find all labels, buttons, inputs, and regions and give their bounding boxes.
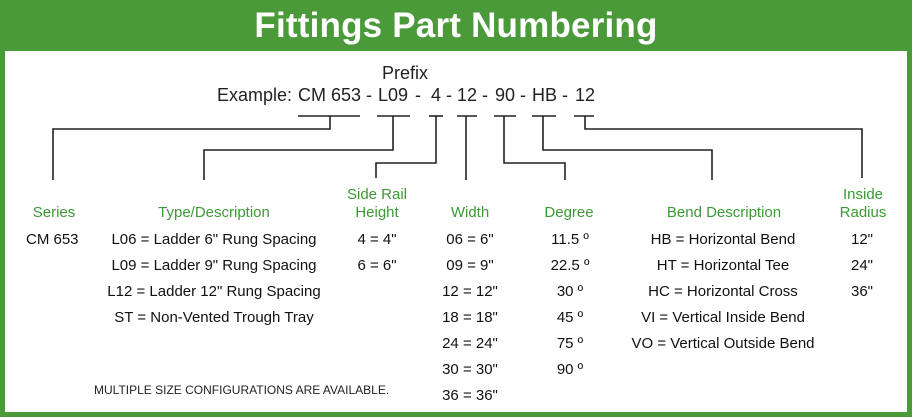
side-rail-value: 6 = 6" <box>357 257 397 274</box>
example-side-rail: 4 <box>431 85 442 105</box>
connector-degree <box>503 116 566 180</box>
degree-value: 90 º <box>556 361 584 378</box>
bend-value: VO = Vertical Outside Bend <box>631 335 815 352</box>
page-title: Fittings Part Numbering <box>254 6 658 45</box>
degree-value: 45 º <box>556 309 584 326</box>
diagram-panel <box>5 51 907 412</box>
example-sep-6: - <box>562 85 568 105</box>
connector-side-rail <box>375 116 437 178</box>
example-series: CM 653 <box>298 85 362 105</box>
bend-value: HB = Horizontal Bend <box>650 231 796 248</box>
width-value: 24 = 24" <box>442 335 498 352</box>
side-rail-value: 4 = 4" <box>357 231 397 248</box>
connector-bend <box>542 116 713 180</box>
width-value: 30 = 30" <box>442 361 498 378</box>
degree-value: 30 º <box>556 283 584 300</box>
example-radius: 12 <box>575 85 596 105</box>
radius-value: 12" <box>850 231 873 248</box>
type-value: L12 = Ladder 12" Rung Spacing <box>107 283 321 300</box>
connector-series <box>52 116 331 180</box>
header-degree: Degree <box>544 204 594 221</box>
prefix-label: Prefix <box>382 63 429 83</box>
connector-type <box>203 116 394 180</box>
width-value: 12 = 12" <box>442 283 498 300</box>
example-width: 12 <box>457 85 478 105</box>
example-degree: 90 <box>495 85 516 105</box>
type-value: ST = Non-Vented Trough Tray <box>114 309 314 326</box>
header-side-rail-1: Side Rail <box>346 186 408 203</box>
width-value: 18 = 18" <box>442 309 498 326</box>
example-bend: HB <box>532 85 558 105</box>
example-sep-3: - <box>446 85 452 105</box>
header-radius-2: Radius <box>839 204 887 221</box>
type-value: L09 = Ladder 9" Rung Spacing <box>111 257 317 274</box>
radius-value: 24" <box>850 257 873 274</box>
example-sep-2: - <box>415 85 421 105</box>
header-bend: Bend Description <box>666 204 782 221</box>
header-side-rail-2: Height <box>355 204 399 221</box>
header-series: Series <box>32 204 76 221</box>
example-type: L09 <box>378 85 409 105</box>
bend-value: HC = Horizontal Cross <box>648 283 798 300</box>
degree-value: 22.5 º <box>550 257 590 274</box>
header-type: Type/Description <box>158 204 270 221</box>
example-label: Example: <box>217 85 293 105</box>
width-value: 09 = 9" <box>446 257 494 274</box>
example-sep-1: - <box>366 85 372 105</box>
header-radius-1: Inside <box>842 186 884 203</box>
radius-value: 36" <box>850 283 873 300</box>
example-sep-5: - <box>520 85 526 105</box>
type-value: L06 = Ladder 6" Rung Spacing <box>111 231 317 248</box>
degree-value: 75 º <box>556 335 584 352</box>
bend-value: HT = Horizontal Tee <box>656 257 790 274</box>
width-value: 36 = 36" <box>442 387 498 404</box>
example-sep-4: - <box>482 85 488 105</box>
header-width: Width <box>450 204 490 221</box>
width-value: 06 = 6" <box>446 231 494 248</box>
connector-radius <box>584 116 863 178</box>
series-value: CM 653 <box>26 231 79 248</box>
bend-value: VI = Vertical Inside Bend <box>641 309 805 326</box>
availability-note: MULTIPLE SIZE CONFIGURATIONS ARE AVAILAB… <box>94 383 390 397</box>
degree-value: 11.5 º <box>551 231 589 248</box>
